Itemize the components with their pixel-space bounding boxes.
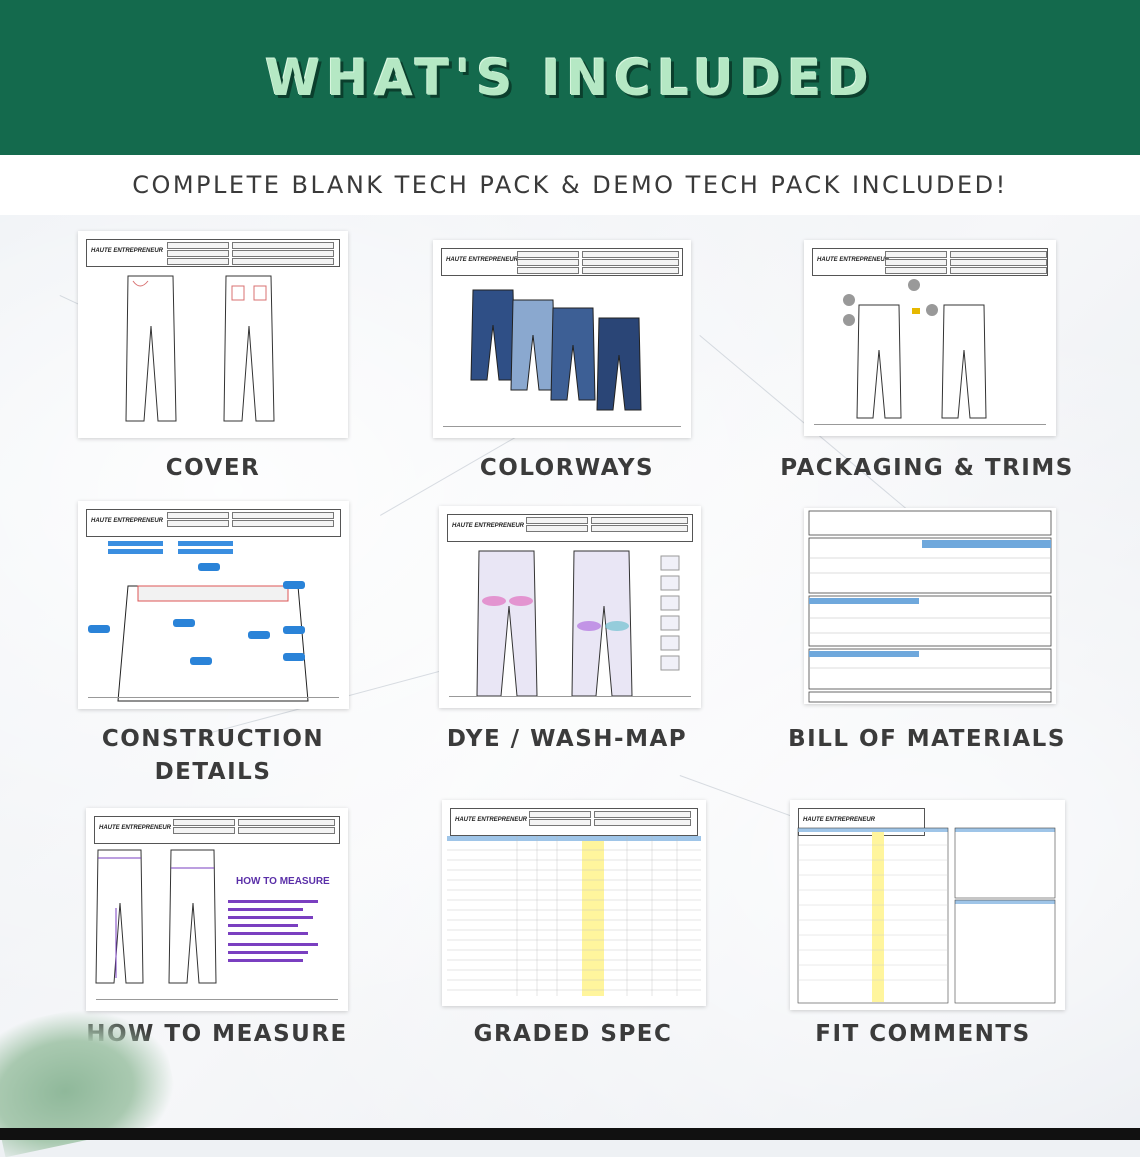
brand-text: HAUTE ENTREPRENEUR	[99, 825, 172, 831]
item-label-graded-spec: GRADED SPEC	[473, 1021, 673, 1047]
item-label-fit-comments: FIT COMMENTS	[815, 1021, 1031, 1047]
thumb-header: HAUTE ENTREPRENEUR	[798, 808, 925, 836]
how-to-measure-heading: HOW TO MEASURE	[236, 876, 330, 887]
thumb-how-to-measure: HAUTE ENTREPRENEUR HOW TO MEASURE	[86, 808, 348, 1011]
thumb-cover: HAUTE ENTREPRENEUR	[78, 231, 348, 438]
item-label-colorways: COLORWAYS	[479, 455, 655, 481]
item-label-bill-of-materials: BILL OF MATERIALS	[788, 726, 1066, 752]
thumb-header: HAUTE ENTREPRENEUR	[86, 509, 341, 537]
thumb-packaging-trims: HAUTE ENTREPRENEUR	[804, 240, 1056, 436]
page-subtitle: COMPLETE BLANK TECH PACK & DEMO TECH PAC…	[132, 171, 1008, 199]
thumb-graded-spec: HAUTE ENTREPRENEUR	[442, 800, 706, 1006]
thumb-header: HAUTE ENTREPRENEUR	[812, 248, 1048, 276]
thumb-header: HAUTE ENTREPRENEUR	[447, 514, 693, 542]
page-title: WHAT'S INCLUDED	[265, 48, 875, 107]
item-label-dye-wash-map: DYE / WASH-MAP	[446, 726, 688, 752]
item-label-construction-details: CONSTRUCTION DETAILS	[101, 726, 325, 785]
denim-colorways-icon	[470, 289, 642, 411]
brand-text: HAUTE ENTREPRENEUR	[803, 817, 876, 823]
brand-text: HAUTE ENTREPRENEUR	[455, 817, 528, 823]
thumb-header: HAUTE ENTREPRENEUR	[441, 248, 683, 276]
fit-table-icon	[797, 827, 1056, 1004]
wash-map-icon	[476, 550, 680, 697]
item-label-packaging-trims: PACKAGING & TRIMS	[780, 455, 1074, 481]
brand-text: HAUTE ENTREPRENEUR	[91, 248, 164, 254]
thumb-header: HAUTE ENTREPRENEUR	[94, 816, 340, 844]
measure-sketch-icon	[95, 849, 318, 984]
thumb-colorways: HAUTE ENTREPRENEUR	[433, 240, 691, 438]
jeans-sketch-icon	[125, 275, 275, 422]
spec-table-icon	[447, 836, 701, 996]
brand-text: HAUTE ENTREPRENEUR	[446, 257, 519, 263]
item-label-cover: COVER	[165, 455, 261, 481]
thumb-dye-wash-map: HAUTE ENTREPRENEUR	[439, 506, 701, 708]
bottom-bar	[0, 1128, 1140, 1140]
brand-text: HAUTE ENTREPRENEUR	[817, 257, 890, 263]
brand-text: HAUTE ENTREPRENEUR	[91, 518, 164, 524]
thumb-header: HAUTE ENTREPRENEUR	[86, 239, 340, 267]
brand-text: HAUTE ENTREPRENEUR	[452, 523, 525, 529]
thumb-fit-comments: HAUTE ENTREPRENEUR	[790, 800, 1065, 1010]
bom-table-icon	[808, 510, 1052, 703]
header-banner: WHAT'S INCLUDED	[0, 0, 1140, 155]
stitch-detail-icon	[88, 541, 309, 702]
thumb-construction-details: HAUTE ENTREPRENEUR	[78, 501, 349, 709]
trims-sketch-icon	[843, 279, 987, 419]
subtitle-bar: COMPLETE BLANK TECH PACK & DEMO TECH PAC…	[0, 155, 1140, 215]
thumb-bill-of-materials	[804, 508, 1056, 704]
thumb-header: HAUTE ENTREPRENEUR	[450, 808, 698, 836]
